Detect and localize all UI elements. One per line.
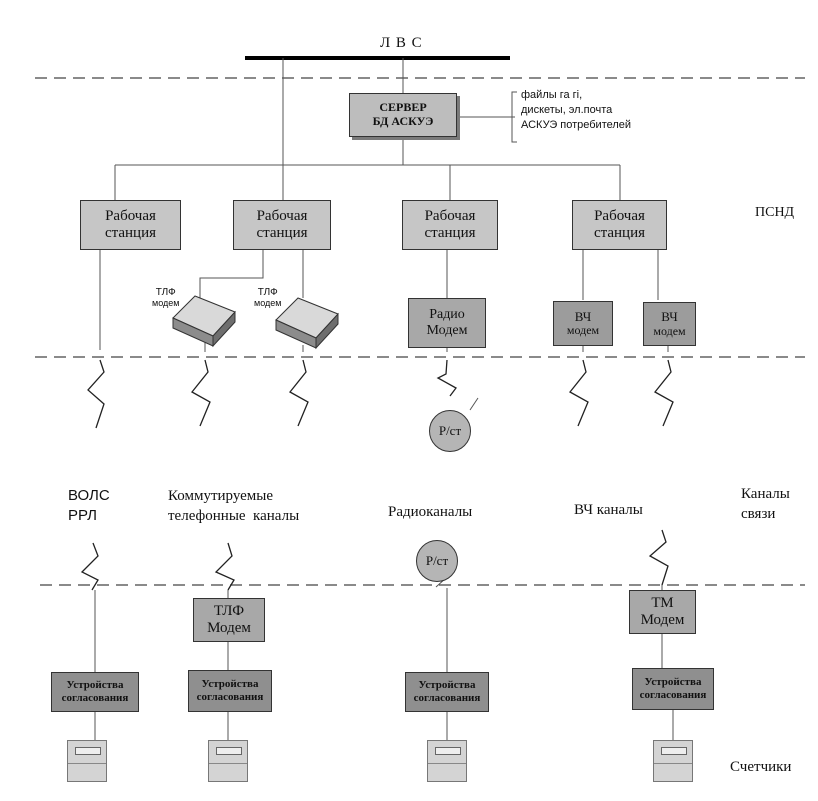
server-inputs-list: файлы га гі, дискеты, эл.почта АСКУЭ пот… [521,88,631,133]
channel-switched-label: Коммутируемые телефонные каналы [168,488,300,524]
radio-modem-box: Радио Модем [408,298,486,348]
workstation-label-1: Рабочая [594,207,645,224]
channel-hf-label: ВЧ каналы [574,502,643,518]
matching-device-line-1: Устройства [66,678,124,691]
meter-icon [653,740,693,782]
channel-radio-label: Радиоканалы [388,504,473,520]
workstation-3: Рабочая станция [402,200,498,250]
hf-modem-box-1: ВЧ модем [553,301,613,346]
server-input-item: файлы га гі, [521,89,583,101]
workstation-label-2: станция [593,225,646,241]
radio-modem-line-2: Модем [426,323,468,338]
channels-side-label: Каналы связи [741,486,790,522]
meter-icon [427,740,467,782]
matching-device-line-1: Устройства [418,678,476,691]
psnd-label: ПСНД [755,205,795,220]
lightning-icon [87,359,105,429]
phone-modem-label-1: ТЛФ модем [152,287,180,308]
matching-device-line-1: Устройства [201,677,259,690]
meters-label: Счетчики [730,759,792,775]
matching-device-3: Устройства согласования [405,672,489,712]
lightning-icon [569,359,589,427]
hf-modem-line-1: ВЧ [661,309,678,325]
workstation-label-1: Рабочая [256,207,308,224]
hf-modem-line-1: ВЧ [574,308,592,324]
lightning-icon [214,542,235,591]
matching-device-4: Устройства согласования [632,668,714,710]
channel-volc-label: ВОЛС РРЛ [68,487,110,524]
lower-phone-modem-box: ТЛФ Модем [193,598,265,642]
matching-device-line-2: согласования [61,692,129,704]
workstation-label-2: станция [104,225,157,241]
server-line-1: СЕРВЕР [379,100,427,115]
meter-icon [208,740,248,782]
phone-modem-label-2: ТЛФ модем [254,287,282,308]
lightning-icon [191,359,211,427]
tm-modem-box: ТМ Модем [629,590,696,634]
workstation-label-2: станция [256,225,308,241]
matching-device-2: Устройства согласования [188,670,272,712]
server-db-box: СЕРВЕР БД АСКУЭ [349,93,457,137]
matching-device-1: Устройства согласования [51,672,139,712]
matching-device-line-2: согласования [196,691,264,703]
tm-modem-line-1: ТМ [651,594,674,611]
server-input-item: АСКУЭ потребителей [521,119,632,131]
lan-title: Л В С [380,35,423,51]
hf-modem-box-2: ВЧ модем [643,302,696,346]
tm-modem-line-2: Модем [640,612,685,628]
server-line-2: БД АСКУЭ [372,114,434,128]
radio-modem-line-1: Радио [429,306,465,322]
lower-phone-modem-line-1: ТЛФ [213,602,245,619]
lightning-icon [436,359,457,397]
workstation-2: Рабочая станция [233,200,331,250]
workstation-4: Рабочая станция [572,200,667,250]
workstation-label-1: Рабочая [105,207,156,224]
radio-station-upper: Р/ст [429,410,471,452]
matching-device-line-2: согласования [413,692,481,704]
radio-station-lower: Р/ст [416,540,458,582]
hf-modem-line-2: модем [653,323,686,338]
phone-modem-device-2 [275,297,339,350]
lightning-icon [289,359,309,427]
hf-modem-line-2: модем [566,323,600,338]
matching-device-line-1: Устройства [644,675,702,688]
lightning-icon [648,529,669,586]
workstation-label-2: станция [424,225,476,241]
meter-icon [67,740,107,782]
matching-device-line-2: согласования [639,689,707,701]
lower-phone-modem-line-2: Модем [207,620,251,636]
connector-lines [94,58,674,740]
section-separators [35,77,805,586]
workstation-label-1: Рабочая [424,207,476,224]
lightning-symbols [80,359,674,591]
server-input-item: дискеты, эл.почта [521,104,613,116]
lightning-icon [80,542,99,591]
workstation-1: Рабочая станция [80,200,181,250]
lightning-icon [654,359,674,427]
phone-modem-device-1 [172,295,236,348]
